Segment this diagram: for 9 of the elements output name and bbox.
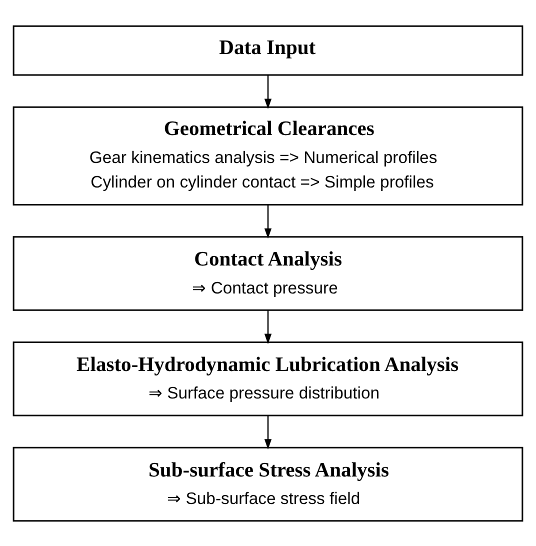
node-box: Geometrical Clearances Gear kinematics analysis => Numerical profiles Cylinder on cylinder contact => Simple profiles xyxy=(12,106,524,206)
node-box: Sub-surface Stress Analysis ⇒ Sub-surface stress field xyxy=(12,446,524,522)
node-box: Contact Analysis ⇒ Contact pressure xyxy=(12,236,524,310)
node-box: Data Input xyxy=(12,24,524,76)
node-box: Elasto-Hydrodynamic Lubrication Analysis ⇒ Surface pressure distribution xyxy=(12,340,524,416)
arrow xyxy=(264,310,272,344)
arrow xyxy=(264,204,272,238)
arrow xyxy=(264,415,272,449)
arrow xyxy=(264,74,272,108)
